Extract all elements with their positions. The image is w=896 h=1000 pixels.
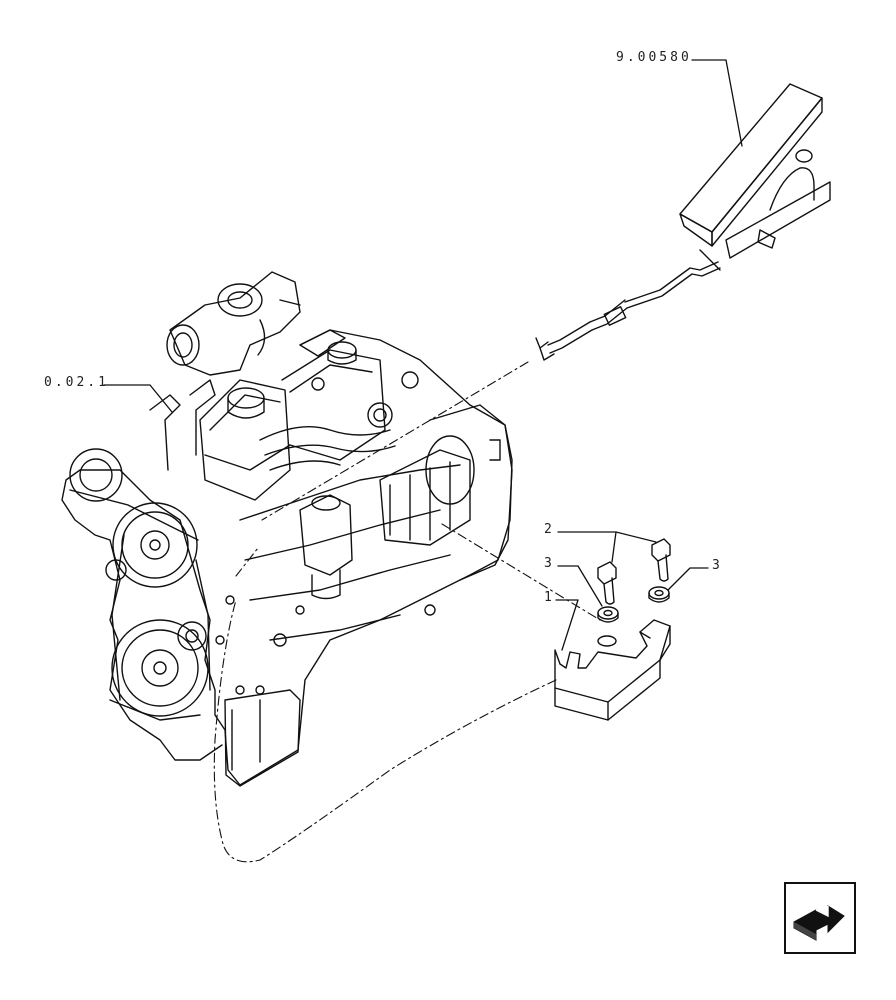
engine-assembly — [61, 271, 513, 787]
next-page-arrow-icon — [793, 905, 845, 941]
washer-right — [648, 586, 670, 603]
leader-item-1 — [555, 599, 579, 651]
leader-item-2 — [557, 531, 657, 563]
throttle-cable — [535, 261, 721, 361]
callout-item-2: 2 — [544, 522, 555, 537]
washer-left — [597, 606, 619, 623]
callout-item-1: 1 — [544, 590, 555, 605]
bolt-right — [651, 538, 671, 582]
leader-item-3-left — [557, 565, 603, 607]
leader-pedal-ref — [691, 59, 743, 147]
assembly-path-lines — [213, 361, 601, 863]
next-page-button[interactable] — [784, 882, 856, 954]
leader-item-3-right — [667, 567, 709, 591]
mounting-bracket — [554, 619, 671, 721]
bolt-left — [597, 561, 617, 605]
leader-engine-ref — [103, 384, 173, 413]
leader-lines — [103, 59, 743, 651]
callout-pedal-ref: 9.00580 — [616, 50, 692, 65]
callout-item-3-right: 3 — [712, 558, 723, 573]
accelerator-pedal — [679, 83, 831, 271]
callout-engine-ref: 0.02.1 — [44, 375, 109, 390]
callout-item-3-left: 3 — [544, 556, 555, 571]
